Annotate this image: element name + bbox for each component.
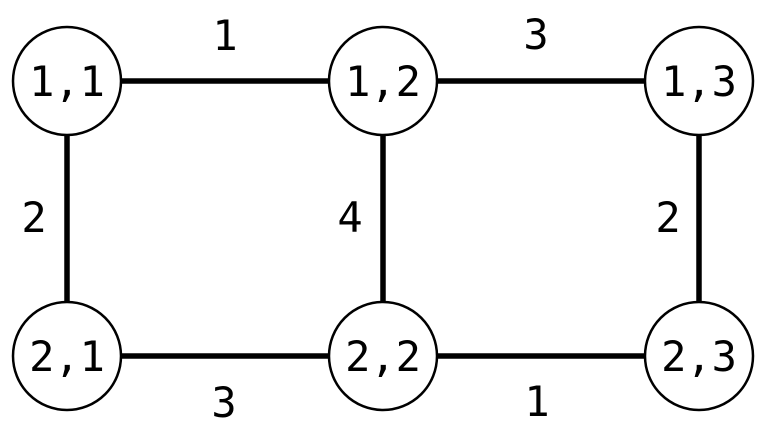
graph-node-23: 2,3 (643, 300, 755, 412)
nodes-layer: 1,1 1,2 1,3 2,1 2,2 2,3 (11, 25, 755, 412)
node-circle (643, 25, 755, 137)
node-label: 1,2 (345, 57, 421, 106)
node-circle (11, 300, 123, 412)
node-label: 2,1 (29, 332, 105, 381)
edge-weight-label: 3 (523, 10, 548, 59)
graph-node-22: 2,2 (327, 300, 439, 412)
node-label: 2,3 (661, 332, 737, 381)
edge-weight-label: 3 (211, 378, 236, 427)
node-label: 1,3 (661, 57, 737, 106)
edge-weight-label: 4 (337, 193, 362, 242)
graph-node-11: 1,1 (11, 25, 123, 137)
graph-node-21: 2,1 (11, 300, 123, 412)
edge-weight-label: 2 (655, 193, 680, 242)
node-circle (643, 300, 755, 412)
edge-weight-label: 1 (212, 11, 237, 60)
edge-weight-label: 1 (524, 377, 549, 426)
edge-weight-label: 2 (21, 193, 46, 242)
node-circle (327, 300, 439, 412)
node-circle (11, 25, 123, 137)
graph-node-13: 1,3 (643, 25, 755, 137)
node-circle (327, 25, 439, 137)
node-label: 2,2 (345, 332, 421, 381)
edge-labels-layer: 1 3 2 4 2 3 1 (21, 10, 680, 427)
graph-node-12: 1,2 (327, 25, 439, 137)
node-label: 1,1 (29, 57, 105, 106)
